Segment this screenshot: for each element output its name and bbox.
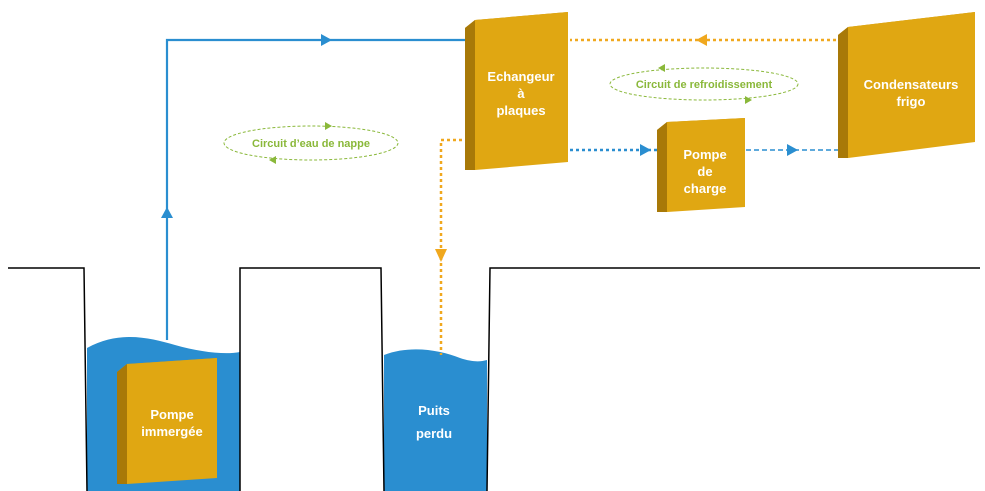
condensateurs-box: Condensateurs frigo (838, 12, 975, 158)
puits-perdu-label-2: perdu (416, 426, 452, 441)
pompe-charge-box: Pompe de charge (657, 118, 745, 212)
circuit-refroidissement-label: Circuit de refroidissement (636, 79, 773, 91)
arrow-right-icon (640, 144, 651, 156)
arrow-down-icon (435, 249, 447, 262)
arrow-left-icon (696, 34, 707, 46)
circuit-nappe-label: Circuit d’eau de nappe (252, 138, 370, 150)
puits-perdu-label-1: Puits (418, 403, 450, 418)
pompe-immergee-box: Pompe immergée (117, 358, 217, 484)
pompe-charge-label-2: de (697, 164, 712, 179)
pompe-immergee-label-1: Pompe (150, 407, 193, 422)
arrow-right-icon (321, 34, 332, 46)
pompe-charge-label-3: charge (684, 181, 727, 196)
well-water-right (384, 349, 487, 491)
pipe-nappe-supply (165, 38, 470, 340)
condensateurs-label-1: Condensateurs (864, 77, 959, 92)
circuit-nappe: Circuit d’eau de nappe (223, 122, 399, 164)
arrow-up-icon (161, 207, 173, 218)
ground-line (8, 267, 980, 491)
condensateurs-label-2: frigo (897, 94, 926, 109)
circuit-refroidissement: Circuit de refroidissement (609, 64, 799, 104)
echangeur-label-3: plaques (496, 103, 545, 118)
pipe-nappe-return (439, 138, 468, 355)
pompe-charge-label-1: Pompe (683, 147, 726, 162)
echangeur-box: Echangeur à plaques (465, 12, 568, 170)
echangeur-label-2: à (517, 86, 525, 101)
pompe-immergee-label-2: immergée (141, 424, 202, 439)
echangeur-label-1: Echangeur (487, 69, 554, 84)
arrow-right-icon (787, 144, 798, 156)
